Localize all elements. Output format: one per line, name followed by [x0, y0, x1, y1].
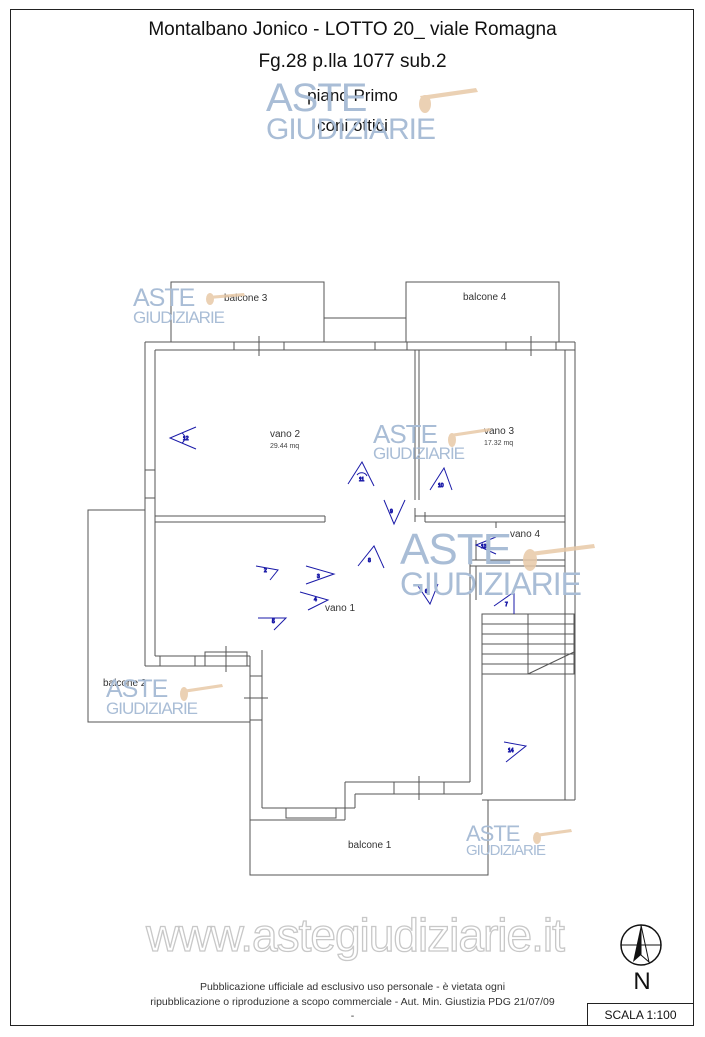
svg-text:10: 10	[438, 483, 444, 489]
room-label-balcone-2: balcone 2	[103, 678, 147, 689]
cone-11: 11	[347, 460, 375, 487]
north-label: N	[633, 968, 651, 995]
watermark-aste-balcone-3: ASTE GIUDIZIARIE	[133, 284, 225, 327]
cone-4: 4	[299, 591, 330, 611]
room-label-vano-4: vano 4	[510, 529, 540, 540]
cone-5: 5	[258, 617, 288, 631]
room-label-balcone-3: balcone 3	[224, 293, 268, 304]
cone-12: 12	[168, 426, 197, 450]
cone-14: 14	[503, 741, 528, 763]
svg-text:8: 8	[368, 558, 371, 564]
room-label-vano-3: vano 3	[484, 426, 514, 437]
svg-text:7: 7	[505, 602, 508, 608]
watermark-aste-top: ASTE GIUDIZIARIE	[266, 76, 436, 146]
room-label-balcone-1: balcone 1	[348, 840, 392, 851]
plan-subtitle: coni ottici	[317, 116, 388, 135]
room-area-vano-3: 17.32 mq	[484, 440, 513, 447]
svg-text:12: 12	[183, 436, 189, 442]
floor-label: piano Primo	[307, 86, 398, 105]
room-label-vano-1: vano 1	[325, 603, 355, 614]
svg-text:14: 14	[508, 748, 514, 754]
footer-disclaimer-line-3: -	[350, 1010, 355, 1022]
cadastral-reference: Fg.28 p.lla 1077 sub.2	[258, 51, 447, 72]
north-arrow-icon	[620, 924, 662, 966]
watermark-aste-vano-3: ASTE GIUDIZIARIE	[373, 419, 465, 464]
plan-title: Montalbano Jonico - LOTTO 20_ viale Roma…	[148, 19, 557, 40]
footer-disclaimer-line-2: ripubblicazione o riproduzione a scopo c…	[150, 996, 555, 1008]
plan-walls	[87, 281, 576, 876]
cone-3: 3	[305, 565, 336, 585]
optical-cones: 12 11 10 9 8 13 2 3 4 5 6 7 14	[168, 426, 528, 763]
cone-7: 7	[493, 591, 515, 614]
svg-text:3: 3	[317, 574, 320, 580]
footer-disclaimer-line-1: Pubblicazione ufficiale ad esclusivo uso…	[199, 981, 506, 993]
cone-10: 10	[429, 466, 453, 491]
room-label-vano-2: vano 2	[270, 429, 300, 440]
cone-2: 2	[255, 565, 279, 581]
watermark-website: www.astegiudiziarie.it	[145, 908, 565, 961]
svg-text:13: 13	[481, 544, 487, 550]
gavel-watermark-icons	[180, 88, 595, 844]
svg-text:11: 11	[359, 477, 364, 483]
svg-text:5: 5	[272, 619, 275, 625]
drawing-sheet	[10, 9, 694, 1026]
room-label-balcone-4: balcone 4	[463, 292, 507, 303]
svg-text:6: 6	[425, 589, 428, 595]
cone-9: 9	[383, 499, 406, 526]
watermark-aste-center: ASTE GIUDIZIARIE	[400, 525, 582, 602]
room-area-vano-2: 29.44 mq	[270, 443, 299, 450]
cone-6: 6	[417, 583, 439, 606]
svg-text:2: 2	[264, 568, 267, 574]
cone-13: 13	[474, 536, 497, 555]
svg-text:9: 9	[390, 509, 393, 515]
scale-label: SCALA 1:100	[587, 1003, 694, 1026]
watermark-aste-balcone-1: ASTE GIUDIZIARIE	[466, 821, 546, 859]
watermark-aste-balcone-2: ASTE GIUDIZIARIE	[106, 675, 198, 718]
cone-8: 8	[357, 545, 385, 569]
svg-text:4: 4	[314, 597, 317, 603]
